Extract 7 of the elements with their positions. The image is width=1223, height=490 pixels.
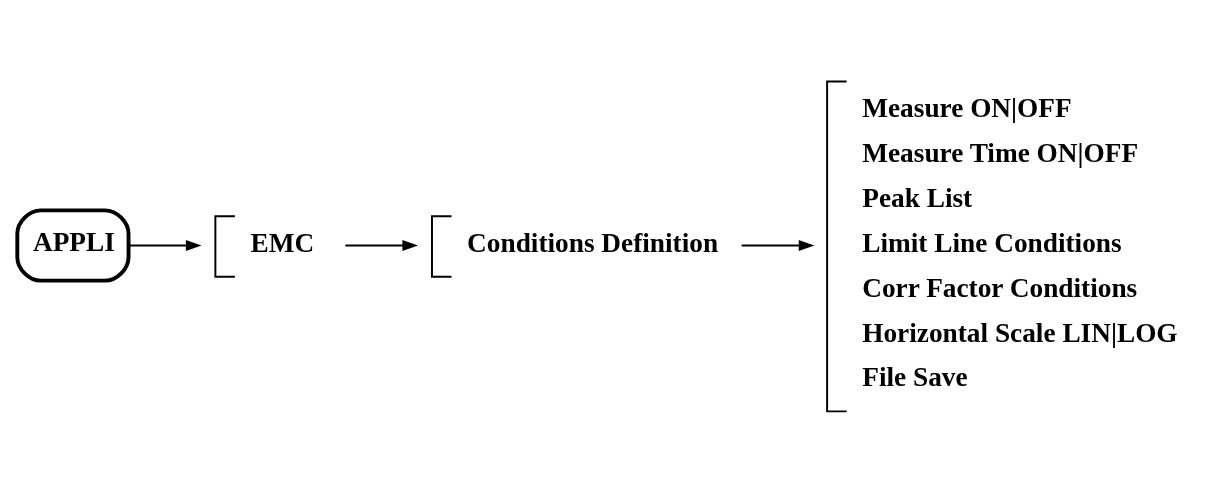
node-text: Conditions Definition xyxy=(467,227,719,258)
arrow xyxy=(127,239,202,251)
arrow xyxy=(740,239,815,251)
arrow xyxy=(344,239,419,251)
node-text: EMC xyxy=(250,227,315,258)
node-box: APPLI xyxy=(15,207,131,283)
node-text: Measure ON|OFF Measure Time ON|OFF Peak List Limit Line Conditions Corr Factor Conditions Horizontal Scale LIN|LOG File Save xyxy=(862,92,1178,392)
